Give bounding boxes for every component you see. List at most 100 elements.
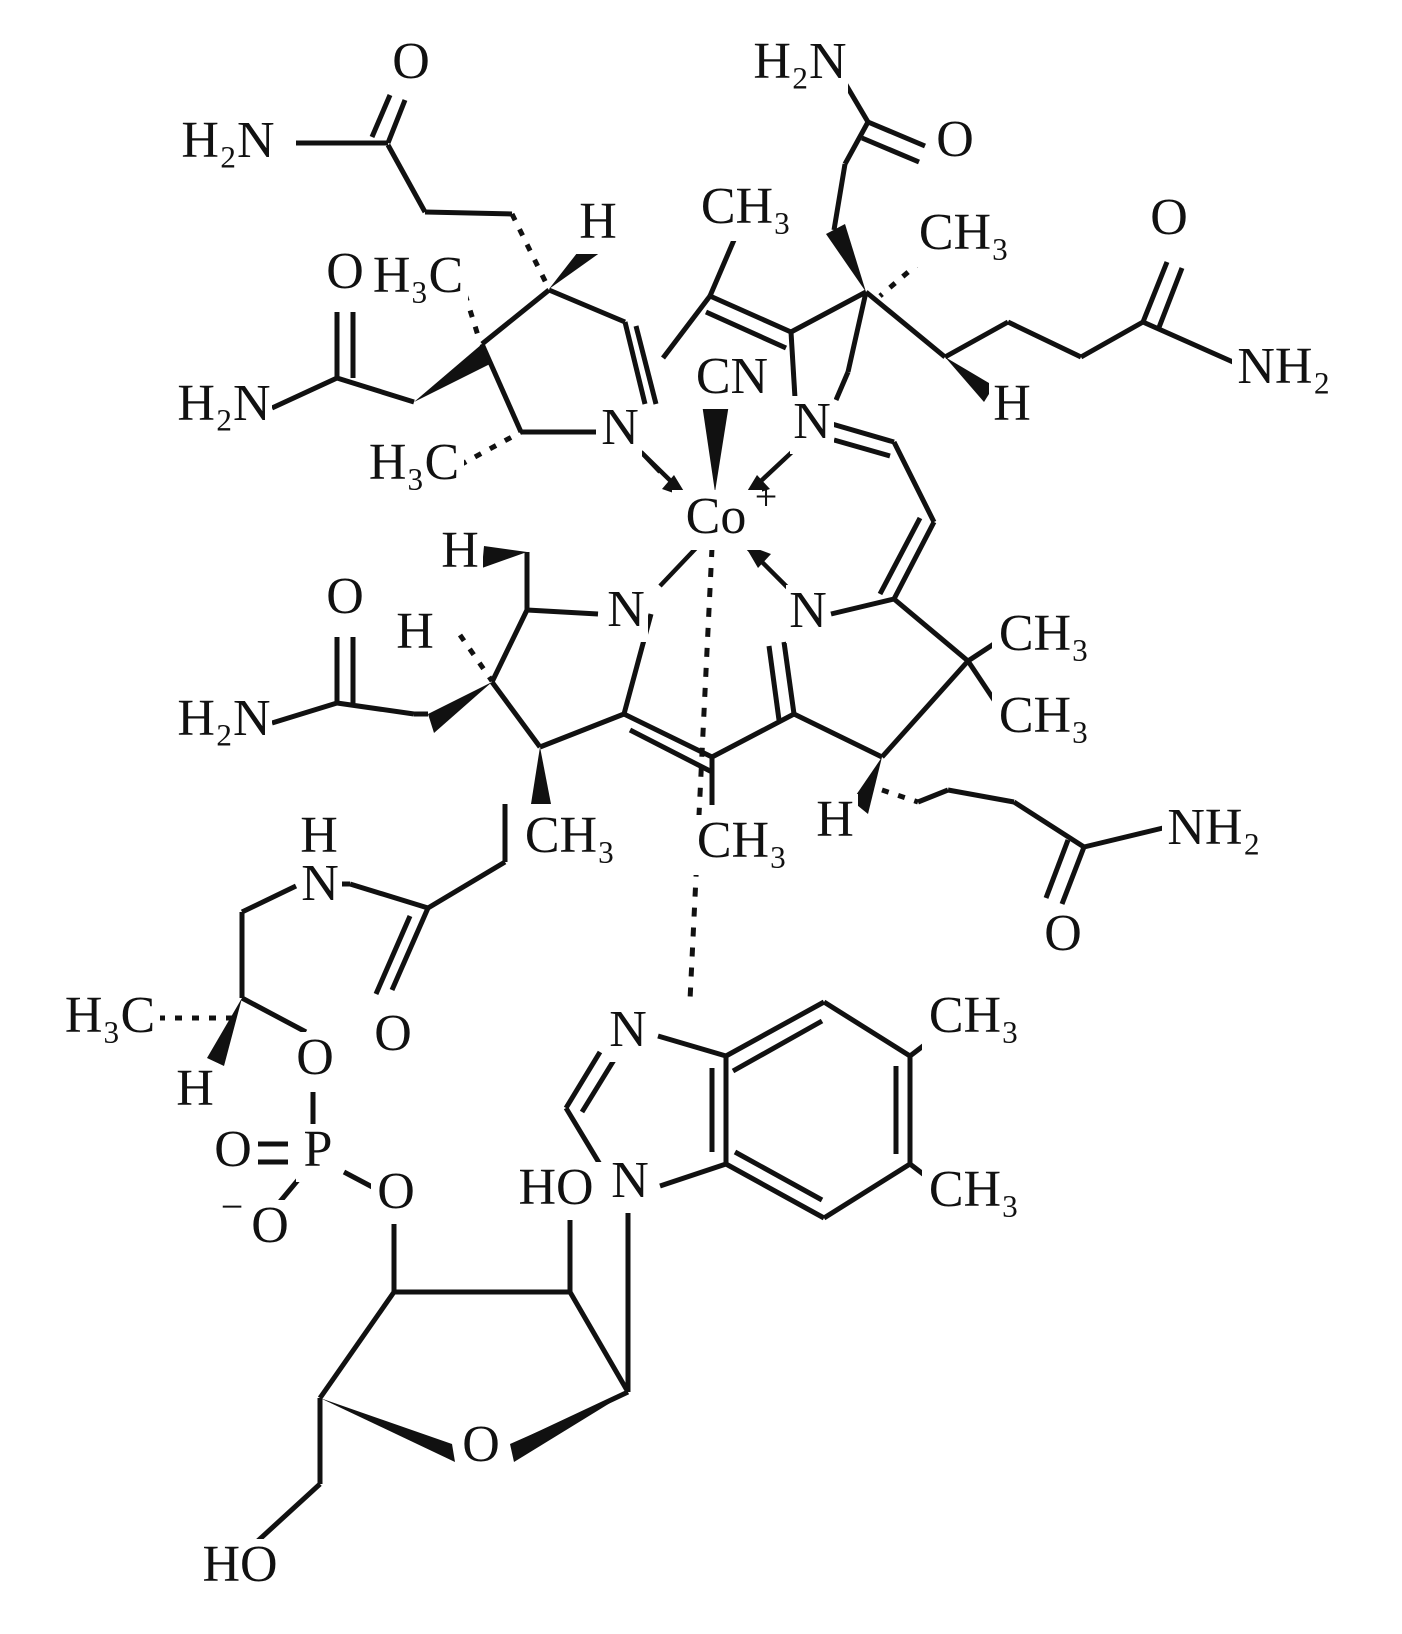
label-text: H₂N xyxy=(181,112,274,169)
label-ch3-bottom-mid: CH₃ xyxy=(690,812,794,875)
label-n-lower-left: N xyxy=(604,581,648,642)
label-text: HO xyxy=(518,1159,593,1216)
dimethylbenzimidazole xyxy=(563,999,946,1221)
label-text: CH₃ xyxy=(525,807,615,864)
label-n-upper-right: N xyxy=(790,393,834,454)
label-text: Co xyxy=(686,488,747,545)
label-text: CH₃ xyxy=(929,1161,1019,1218)
label-text: CN xyxy=(696,348,768,405)
label-text: H₂N xyxy=(753,33,846,90)
label-h-ring-b: H xyxy=(989,375,1035,436)
side-chain-amide-propanolamine xyxy=(158,804,508,1066)
label-text: NH₂ xyxy=(1167,799,1260,856)
label-n-benz-lower: N xyxy=(608,1152,652,1213)
label-o-top-left: O xyxy=(386,33,436,94)
label-text: O xyxy=(296,1029,334,1086)
label-text: H xyxy=(579,193,617,250)
label-ch3-benz-lower: CH₃ xyxy=(922,1161,1026,1224)
label-ho-bottom: HO xyxy=(192,1536,288,1597)
label-ch3-right-lower: CH₃ xyxy=(992,687,1096,750)
label-o-amide: O xyxy=(368,1005,418,1066)
cn-wedge xyxy=(702,404,729,492)
cobalt-coordination xyxy=(639,404,794,1001)
label-o-phosphate-right: O xyxy=(371,1163,421,1224)
label-text: O xyxy=(377,1163,415,1220)
label-h3c-propanol: H₃C xyxy=(60,987,160,1050)
label-h-ring-a: H xyxy=(575,193,621,254)
label-text: CH₃ xyxy=(919,204,1009,261)
label-o-far-right: O xyxy=(1144,189,1194,250)
label-o-top-right: O xyxy=(930,111,980,172)
side-chain-right-amide xyxy=(943,261,1244,369)
label-text: H₂N xyxy=(177,690,270,747)
ribose-ring xyxy=(248,1212,631,1550)
side-chain-d-amide xyxy=(271,637,428,726)
side-chain-bottom-right-amide xyxy=(881,787,1164,905)
label-text: N xyxy=(601,399,639,456)
label-nh2-bottom-right: NH₂ xyxy=(1162,799,1266,862)
label-text: H xyxy=(300,807,338,864)
label-text: H₃C xyxy=(373,247,463,304)
label-text: CH₃ xyxy=(697,812,787,869)
label-o-phosphate-anion: O − xyxy=(221,1184,295,1258)
label-o-lower-left: O xyxy=(320,568,370,629)
label-text: O xyxy=(1044,905,1082,962)
label-text: P xyxy=(304,1121,333,1178)
label-h2n-lower-left: H₂N xyxy=(176,690,272,752)
label-ch3-top: CH₃ xyxy=(694,178,798,241)
label-ch3-bottom-left: CH₃ xyxy=(518,807,622,870)
label-text: H xyxy=(441,522,479,579)
label-text: O xyxy=(1150,189,1188,246)
label-text: CH₃ xyxy=(999,687,1089,744)
label-text: H₂N xyxy=(177,375,270,432)
label-n-amide: N xyxy=(298,855,342,916)
atom-label-layer: H₂N O O H₃C H₂N H₃C H xyxy=(60,33,1336,1597)
corrin-bridge-bottom xyxy=(622,641,797,805)
label-n-lower-right: N xyxy=(786,582,830,643)
label-text: O xyxy=(374,1005,412,1062)
label-text: N xyxy=(609,1001,647,1058)
label-text: O xyxy=(326,243,364,300)
corrin-bridge-top xyxy=(661,239,798,399)
charge-text: + xyxy=(755,474,778,519)
label-h3c-left-b: H₃C xyxy=(368,247,468,310)
label-n-upper-left: N xyxy=(598,399,642,460)
label-text: H₃C xyxy=(65,987,155,1044)
label-o-ester: O xyxy=(290,1029,340,1090)
label-h2n-top-left: H₂N xyxy=(181,112,296,174)
label-text: H xyxy=(396,603,434,660)
label-text: CH₃ xyxy=(929,987,1019,1044)
label-co-center: Co + xyxy=(672,474,777,550)
label-text: N xyxy=(611,1152,649,1209)
label-text: N xyxy=(301,855,339,912)
label-p-phosphate: P xyxy=(296,1121,340,1182)
side-chain-c-methyl xyxy=(458,429,523,468)
label-text: H xyxy=(176,1060,214,1117)
label-ch3-benz-upper: CH₃ xyxy=(922,987,1026,1050)
corrin-ring-c xyxy=(792,597,1009,814)
label-text: O xyxy=(214,1121,252,1178)
label-text: O xyxy=(936,111,974,168)
label-ch3-right-upper: CH₃ xyxy=(992,605,1096,668)
label-ch3-top-right: CH₃ xyxy=(912,204,1016,267)
label-text: H xyxy=(993,375,1031,432)
label-text: O xyxy=(462,1416,500,1473)
charge-text: − xyxy=(221,1184,244,1229)
label-o-phosphoryl: O xyxy=(208,1121,258,1182)
label-h-ring-c: H xyxy=(437,522,483,583)
axial-dashed-coordination xyxy=(687,547,715,1001)
corrin-ring-b xyxy=(789,248,994,402)
corrin-bridge-right xyxy=(830,421,937,617)
label-cn-axial: CN xyxy=(688,348,776,409)
label-h-ring-d: H xyxy=(392,603,438,664)
label-h2n-top-right: H₂N xyxy=(752,33,848,96)
label-text: N xyxy=(793,393,831,450)
label-ho-ribose: HO xyxy=(508,1159,604,1220)
label-h-propanol: H xyxy=(172,1060,218,1121)
label-text: O xyxy=(392,33,430,90)
label-n-benz-upper: N xyxy=(606,1001,650,1062)
label-text: O xyxy=(251,1197,289,1254)
label-o-bottom-right: O xyxy=(1038,905,1088,966)
